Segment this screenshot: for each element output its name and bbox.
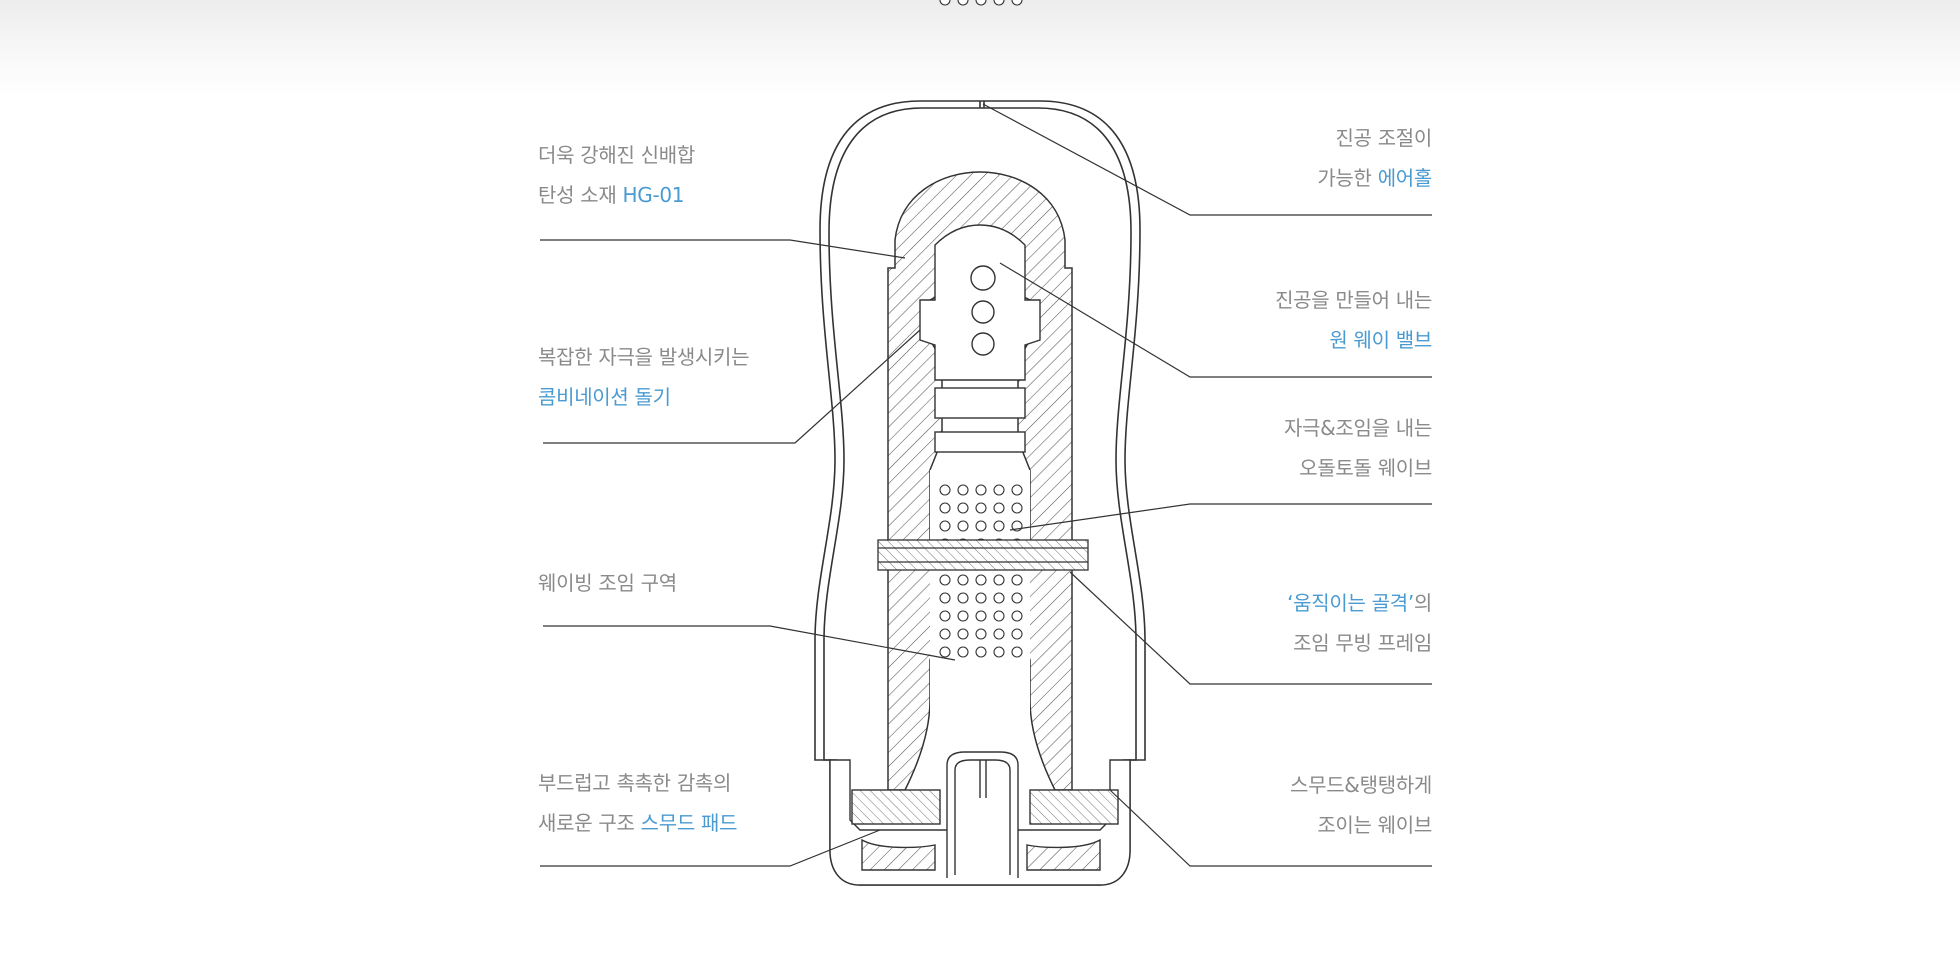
label-moving-frame: ‘움직이는 골격’의 조임 무빙 프레임 — [1287, 583, 1432, 663]
label-air-hole-highlight: 에어홀 — [1377, 166, 1433, 190]
label-hg01-line1: 더욱 강해진 신배합 — [538, 143, 695, 167]
label-smooth-pad-highlight: 스무드 패드 — [640, 811, 738, 835]
label-smooth-pad-line2: 새로운 구조 — [538, 811, 641, 835]
label-smooth-wave: 스무드&탱탱하게 조이는 웨이브 — [1290, 765, 1432, 845]
label-bumpy-wave: 자극&조임을 내는 오돌토돌 웨이브 — [1284, 408, 1432, 488]
label-smooth-wave-line2: 조이는 웨이브 — [1317, 813, 1432, 837]
label-air-hole-line2: 가능한 — [1317, 166, 1378, 190]
leader-lines — [540, 103, 1432, 867]
label-bumpy-wave-line2: 오돌토돌 웨이브 — [1299, 456, 1432, 480]
label-smooth-wave-line1: 스무드&탱탱하게 — [1290, 773, 1432, 797]
label-hg01-line2: 탄성 소재 — [538, 183, 623, 207]
label-one-way-valve-highlight: 원 웨이 밸브 — [1329, 328, 1432, 352]
label-smooth-pad: 부드럽고 촉촉한 감촉의 새로운 구조 스무드 패드 — [538, 763, 737, 843]
label-one-way-valve-line1: 진공을 만들어 내는 — [1275, 288, 1432, 312]
label-hg01: 더욱 강해진 신배합 탄성 소재 HG-01 — [538, 135, 695, 215]
label-air-hole-line1: 진공 조절이 — [1335, 126, 1432, 150]
base-section — [829, 751, 1131, 886]
label-moving-frame-line2: 조임 무빙 프레임 — [1293, 631, 1432, 655]
label-smooth-pad-line1: 부드럽고 촉촉한 감촉의 — [538, 771, 732, 795]
label-moving-frame-line1: 의 — [1413, 591, 1432, 615]
label-hg01-highlight: HG-01 — [622, 183, 685, 207]
label-combination-bumps-line1: 복잡한 자극을 발생시키는 — [538, 345, 750, 369]
moving-frame — [877, 539, 1089, 571]
label-combination-bumps-highlight: 콤비네이션 돌기 — [538, 385, 671, 409]
label-bumpy-wave-line1: 자극&조임을 내는 — [1283, 416, 1432, 440]
label-moving-frame-highlight: ‘움직이는 골격’ — [1287, 591, 1414, 615]
label-one-way-valve: 진공을 만들어 내는 원 웨이 밸브 — [1275, 280, 1432, 360]
label-combination-bumps: 복잡한 자극을 발생시키는 콤비네이션 돌기 — [538, 337, 750, 417]
dotted-texture — [939, 0, 1023, 658]
label-waving-zone: 웨이빙 조임 구역 — [538, 563, 677, 603]
label-air-hole: 진공 조절이 가능한 에어홀 — [1317, 118, 1432, 198]
header-gradient — [0, 0, 1960, 95]
label-waving-zone-line1: 웨이빙 조임 구역 — [538, 571, 677, 595]
